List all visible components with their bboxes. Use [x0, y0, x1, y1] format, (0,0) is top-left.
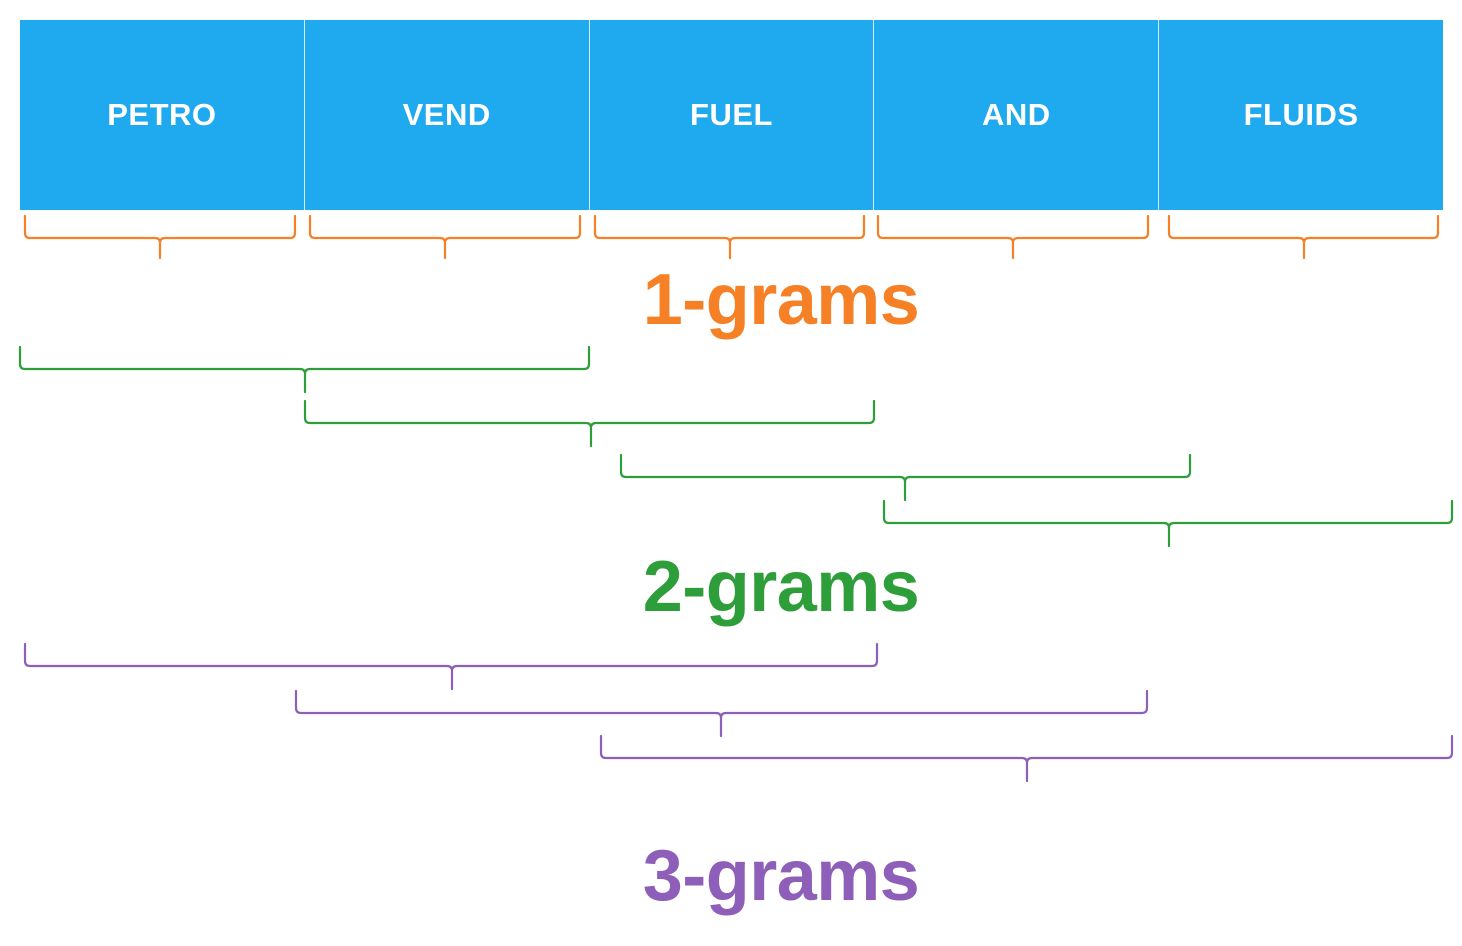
brace-1gram-3-3 — [876, 214, 1150, 260]
brace-2gram-2-3 — [619, 453, 1192, 502]
brace-1gram-1-1 — [308, 214, 582, 260]
brace-3gram-0-2 — [23, 642, 879, 691]
brace-2gram-1-2 — [303, 399, 876, 448]
brace-2gram-3-4 — [882, 499, 1454, 548]
token-fluids: FLUIDS — [1243, 97, 1359, 132]
brace-1gram-2-2 — [593, 214, 866, 260]
token-vend: VEND — [305, 20, 590, 210]
label-3-grams: 3-grams — [642, 836, 920, 916]
brace-3gram-1-3 — [294, 689, 1149, 738]
label-1-grams: 1-grams — [642, 260, 920, 340]
token-and: AND — [874, 20, 1160, 210]
brace-3gram-2-4 — [599, 734, 1454, 783]
token-petro: PETRO — [20, 20, 305, 210]
brace-1gram-0-0 — [23, 214, 297, 260]
brace-1gram-4-4 — [1167, 214, 1440, 260]
token-bar: PETRO VEND FUEL AND FLUIDS — [20, 20, 1443, 210]
token-fuel: FUEL — [590, 20, 875, 210]
label-2-grams: 2-grams — [642, 547, 920, 627]
brace-2gram-0-1 — [18, 345, 591, 394]
